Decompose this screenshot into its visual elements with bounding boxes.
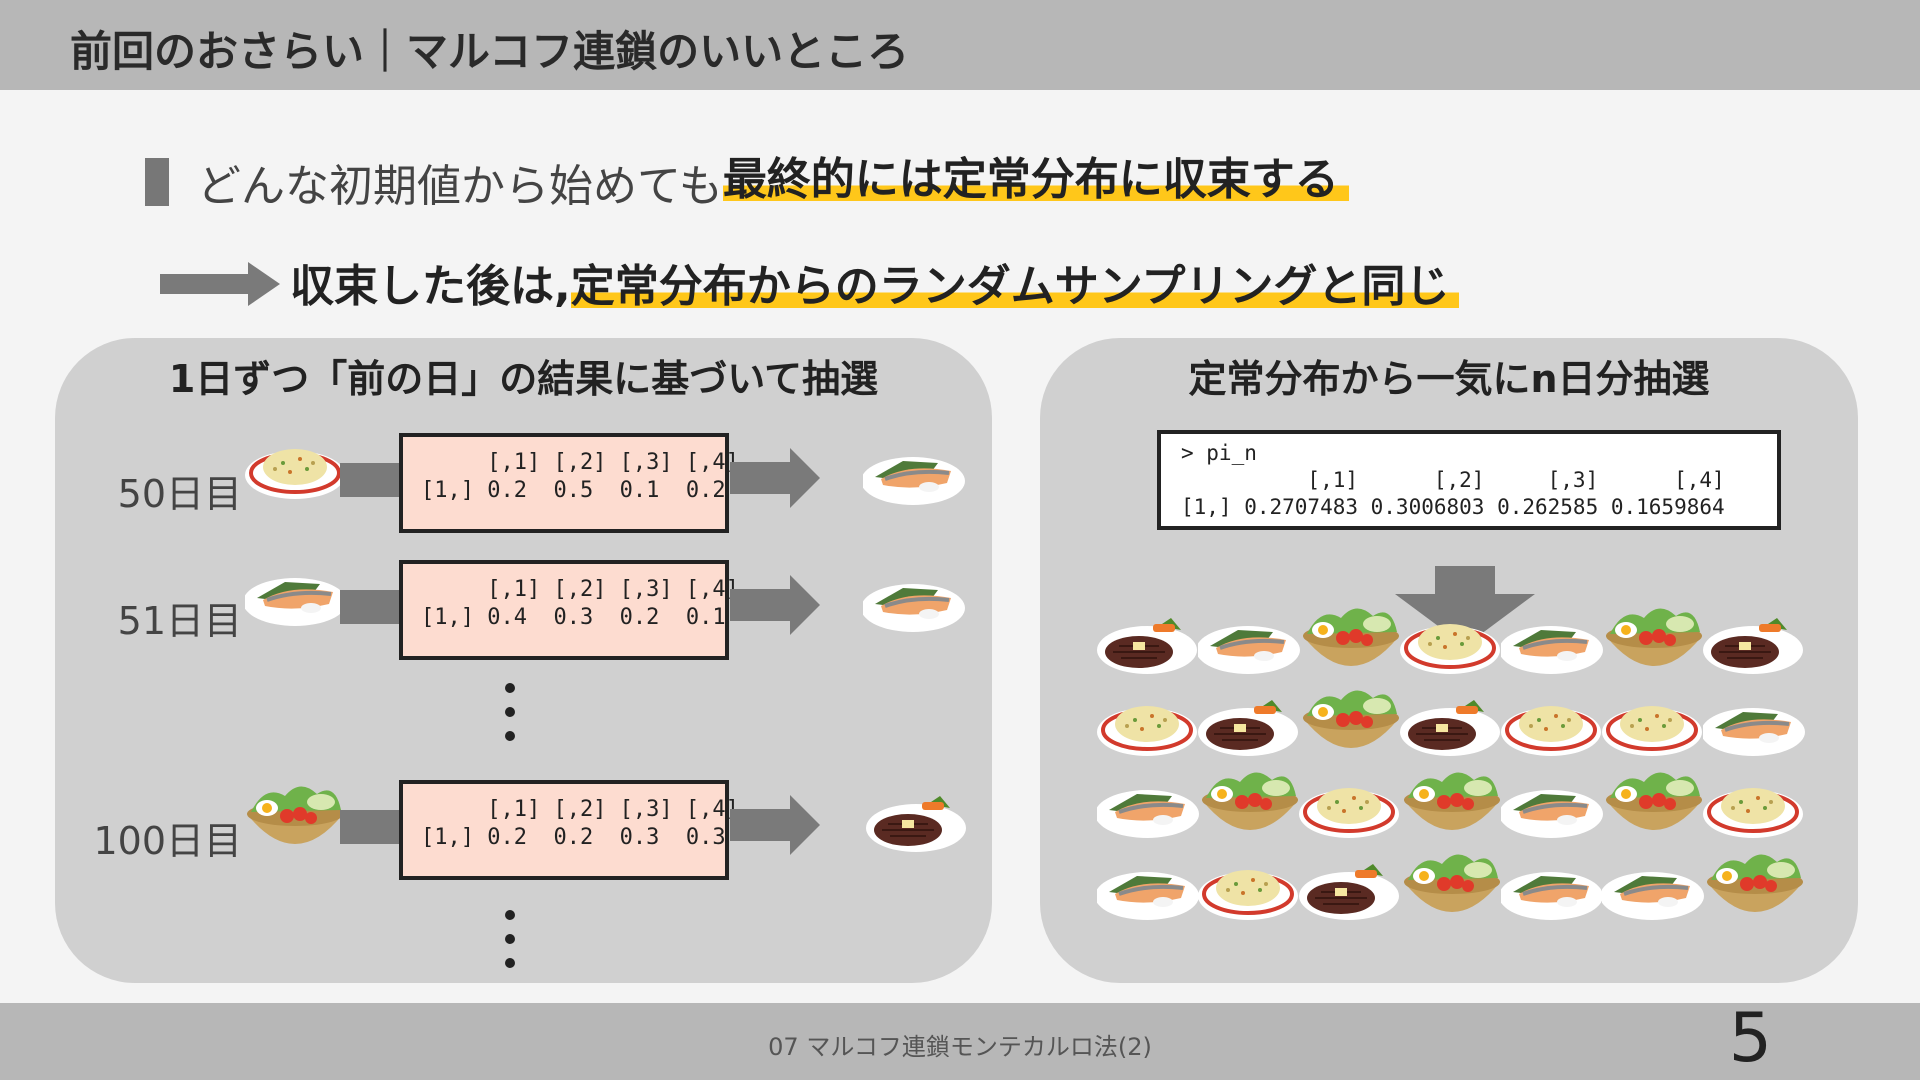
bullet-marker xyxy=(145,158,169,206)
bullet-text: どんな初期値から始めても xyxy=(197,161,723,212)
fried-rice-icon xyxy=(1703,786,1805,840)
grilled-salmon-icon xyxy=(1703,706,1807,758)
day-row-51: 51日目 [,1] [,2] [,3] [,4] [1,] 0.4 0.3 0.2… xyxy=(55,560,992,670)
day-row-50: 50日目 [,1] [,2] [,3] [,4] [1,] 0.2 0.5 0.1… xyxy=(55,433,992,543)
transition-matrix: [,1] [,2] [,3] [,4] [1,] 0.4 0.3 0.2 0.1 xyxy=(399,560,739,660)
salad-bowl-icon xyxy=(1303,690,1399,748)
fried-rice-icon xyxy=(1400,622,1502,676)
fried-rice-icon xyxy=(245,447,345,501)
fried-rice-icon xyxy=(1299,786,1401,840)
bullet-point: どんな初期値から始めても最終的には定常分布に収束する xyxy=(145,143,1349,212)
steak-icon xyxy=(1703,617,1804,675)
connector-bar xyxy=(340,463,400,497)
grilled-salmon-icon xyxy=(1501,870,1605,922)
sequential-panel-title: 1日ずつ「前の日」の結果に基づいて抽選 xyxy=(168,357,879,401)
salad-bowl-icon xyxy=(1606,772,1702,830)
sequential-panel: 1日ずつ「前の日」の結果に基づいて抽選 50日目 [,1] [,2] [,3] … xyxy=(55,338,992,983)
day-row-100: 100日目 [,1] [,2] [,3] [,4] [1,] 0.2 0.2 0.… xyxy=(55,780,992,890)
transition-matrix: [,1] [,2] [,3] [,4] [1,] 0.2 0.2 0.3 0.3 xyxy=(399,780,739,880)
salad-bowl-icon xyxy=(1707,854,1803,912)
grilled-salmon-icon xyxy=(245,576,349,628)
fried-rice-icon xyxy=(1602,704,1704,758)
grilled-salmon-icon xyxy=(863,455,967,507)
vertical-ellipsis xyxy=(505,910,517,982)
matrix-header: [,1] [,2] [,3] [,4] xyxy=(421,577,739,602)
conclusion-prefix: 収束した後は, xyxy=(290,261,571,312)
salad-bowl-icon xyxy=(1606,608,1702,666)
steak-icon xyxy=(1097,617,1198,675)
page-number: 5 xyxy=(1728,999,1772,1078)
right-arrow-icon xyxy=(730,795,820,855)
slide-title: 前回のおさらい｜マルコフ連鎖のいいところ xyxy=(70,27,910,76)
salad-bowl-icon xyxy=(247,786,343,844)
salad-bowl-icon xyxy=(1404,854,1500,912)
connector-bar xyxy=(340,810,400,844)
stationary-panel-title: 定常分布から一気にn日分抽選 xyxy=(1188,357,1710,401)
salad-bowl-icon xyxy=(1303,608,1399,666)
day-label: 50日目 xyxy=(117,472,242,516)
food-grid-row xyxy=(1097,608,1817,690)
console-command: > pi_n xyxy=(1181,441,1257,465)
grilled-salmon-icon xyxy=(1501,624,1605,676)
steak-icon xyxy=(1299,863,1400,921)
salad-bowl-icon xyxy=(1202,772,1298,830)
matrix-row: [1,] 0.2 0.2 0.3 0.3 xyxy=(421,825,726,850)
grilled-salmon-icon xyxy=(1097,788,1201,840)
matrix-row: [1,] 0.4 0.3 0.2 0.1 xyxy=(421,605,726,630)
transition-matrix: [,1] [,2] [,3] [,4] [1,] 0.2 0.5 0.1 0.2 xyxy=(399,433,739,533)
connector-bar xyxy=(340,590,400,624)
footer-text: 07 マルコフ連鎖モンテカルロ法(2) xyxy=(768,1033,1152,1061)
grilled-salmon-icon xyxy=(1602,870,1706,922)
matrix-row: [1,] 0.2 0.5 0.1 0.2 xyxy=(421,478,726,503)
fried-rice-icon xyxy=(1198,868,1300,922)
grilled-salmon-icon xyxy=(863,582,967,634)
down-arrow-icon xyxy=(1395,566,1535,646)
console-header: [,1] [,2] [,3] [,4] xyxy=(1181,468,1725,492)
right-arrow-icon xyxy=(730,448,820,508)
steak-icon xyxy=(1198,699,1299,757)
matrix-header: [,1] [,2] [,3] [,4] xyxy=(421,797,739,822)
right-arrow-icon xyxy=(730,575,820,635)
bullet-highlight: 最終的には定常分布に収束する xyxy=(722,154,1349,205)
food-grid-row xyxy=(1097,854,1817,936)
day-label: 100日目 xyxy=(93,819,242,863)
salad-bowl-icon xyxy=(1404,772,1500,830)
slide-footer: 07 マルコフ連鎖モンテカルロ法(2) 5 xyxy=(0,999,1920,1080)
grilled-salmon-icon xyxy=(1198,624,1302,676)
conclusion-highlight: 定常分布からのランダムサンプリングと同じ xyxy=(570,261,1460,312)
grilled-salmon-icon xyxy=(1501,788,1605,840)
day-label: 51日目 xyxy=(117,599,242,643)
slide-header: 前回のおさらい｜マルコフ連鎖のいいところ xyxy=(0,0,1920,90)
right-arrow-icon xyxy=(160,262,280,306)
steak-icon xyxy=(865,795,967,853)
stationary-panel: 定常分布から一気にn日分抽選 > pi_n [,1] [,2] [,3] [,4… xyxy=(1040,338,1858,983)
steak-icon xyxy=(1400,699,1501,757)
grilled-salmon-icon xyxy=(1097,870,1201,922)
conclusion-text: 収束した後は,定常分布からのランダムサンプリングと同じ xyxy=(290,250,1460,314)
fried-rice-icon xyxy=(1097,704,1199,758)
console-row: [1,] 0.2707483 0.3006803 0.262585 0.1659… xyxy=(1181,495,1725,519)
matrix-header: [,1] [,2] [,3] [,4] xyxy=(421,450,739,475)
stationary-distribution-console: > pi_n [,1] [,2] [,3] [,4] [1,] 0.2707483… xyxy=(1157,430,1781,530)
fried-rice-icon xyxy=(1501,704,1603,758)
sample-food-grid xyxy=(1097,608,1817,936)
vertical-ellipsis xyxy=(505,683,517,755)
